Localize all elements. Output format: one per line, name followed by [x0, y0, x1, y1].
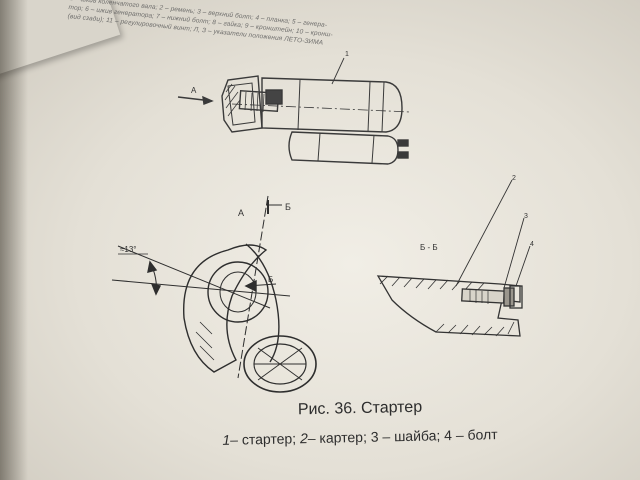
- axis-centerline: [231, 103, 411, 113]
- callout-2-leader: [455, 179, 513, 287]
- motor-seam: [381, 81, 385, 133]
- crankcase-edge: [245, 243, 280, 363]
- view-a-label: А: [238, 208, 244, 218]
- bolt-section: [461, 288, 505, 304]
- angle-arrow: [150, 282, 162, 296]
- motor-seam: [297, 79, 301, 131]
- callout-3-label: 3: [524, 213, 528, 220]
- section-b-side-label: Б: [268, 275, 273, 284]
- starter-top-view: А: [177, 51, 411, 165]
- crankcase-section: [376, 275, 521, 337]
- pinion-teeth: [244, 91, 265, 113]
- angle-arrow: [147, 260, 158, 273]
- section-title: Б - Б: [420, 243, 438, 252]
- legend-text: – стартер;: [230, 430, 301, 448]
- callout-1-leader: [331, 57, 345, 85]
- flange-hatching: [224, 83, 241, 117]
- bolt-thread: [469, 290, 489, 304]
- crankcase-hatching: [195, 321, 215, 361]
- callout-3-leader: [503, 217, 525, 289]
- reference-line: [111, 279, 291, 297]
- solenoid-terminal: [397, 139, 409, 147]
- section-hatching: [379, 275, 515, 337]
- tilted-axis-line: [117, 245, 271, 309]
- washer-section: [503, 287, 515, 307]
- solenoid-terminal: [397, 151, 409, 159]
- mounting-bolt-head: [265, 89, 283, 105]
- binding-shadow: [0, 0, 28, 480]
- section-b-b-view: Б - Б: [376, 175, 534, 337]
- angle-label: ≈13°: [120, 245, 137, 254]
- starter-flange-circle: [219, 271, 257, 313]
- ring-gear-outer: [243, 335, 317, 393]
- solenoid-seam: [317, 132, 321, 162]
- crankcase-outline: [183, 244, 268, 373]
- callout-2-label: 2: [512, 175, 516, 182]
- solenoid-seam: [371, 134, 375, 164]
- ring-gear-hatching: [254, 347, 306, 381]
- solenoid-body: [288, 131, 399, 165]
- callout-1-label: 1: [345, 51, 349, 58]
- callout-4-leader: [515, 245, 531, 287]
- section-b-top-label: Б: [285, 202, 291, 212]
- starter-side-view: А Б ≈13°: [111, 195, 317, 393]
- view-arrow-a-head: [202, 95, 214, 105]
- view-arrow-a-label: А: [191, 86, 197, 95]
- motor-body: [261, 77, 403, 133]
- motor-seam: [367, 81, 371, 133]
- callout-4-label: 4: [530, 241, 534, 248]
- starter-housing-circle: [207, 261, 269, 323]
- section-arrow-side-head: [244, 279, 257, 293]
